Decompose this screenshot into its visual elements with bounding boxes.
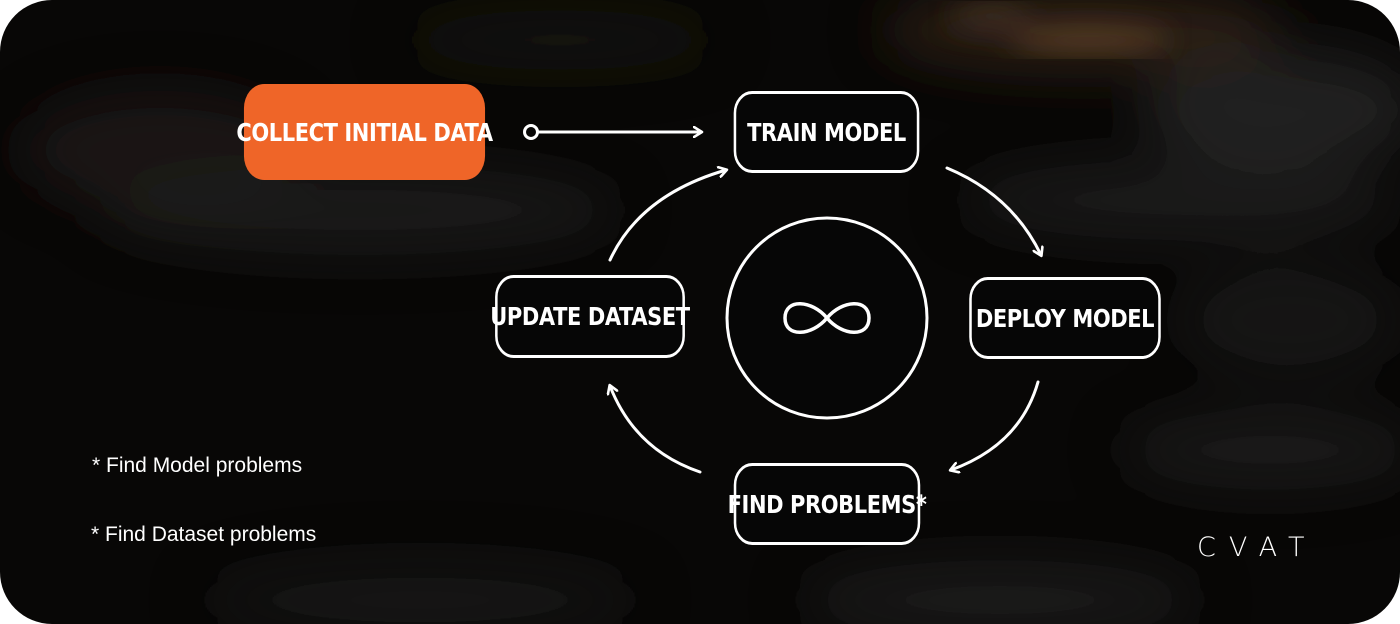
infinity-icon — [783, 302, 871, 334]
arrow-find-to-update — [610, 386, 702, 474]
arrow-train-to-deploy — [945, 166, 1041, 255]
cvat-logo: CVAT — [1197, 532, 1318, 563]
step-label: TRAIN MODEL — [747, 117, 906, 147]
step-update-dataset: UPDATE DATASET — [490, 275, 690, 358]
step-label: FIND PROBLEMS* — [727, 489, 927, 519]
footnote-dataset-problems: * Find Dataset problems — [91, 523, 317, 546]
arrow-update-to-train — [608, 170, 726, 262]
step-label: UPDATE DATASET — [490, 302, 690, 331]
step-deploy-model: DEPLOY MODEL — [969, 277, 1161, 359]
step-train-model: TRAIN MODEL — [733, 91, 920, 173]
step-label: DEPLOY MODEL — [975, 303, 1155, 333]
start-connector-arrow — [523, 124, 702, 140]
footnote-model-problems: * Find Model problems — [92, 454, 303, 477]
step-collect-initial-data: COLLECT INITIAL DATA — [236, 84, 493, 180]
arrow-deploy-to-find — [951, 380, 1040, 470]
step-label: COLLECT INITIAL DATA — [236, 117, 493, 147]
step-find-problems: FIND PROBLEMS* — [728, 463, 927, 545]
